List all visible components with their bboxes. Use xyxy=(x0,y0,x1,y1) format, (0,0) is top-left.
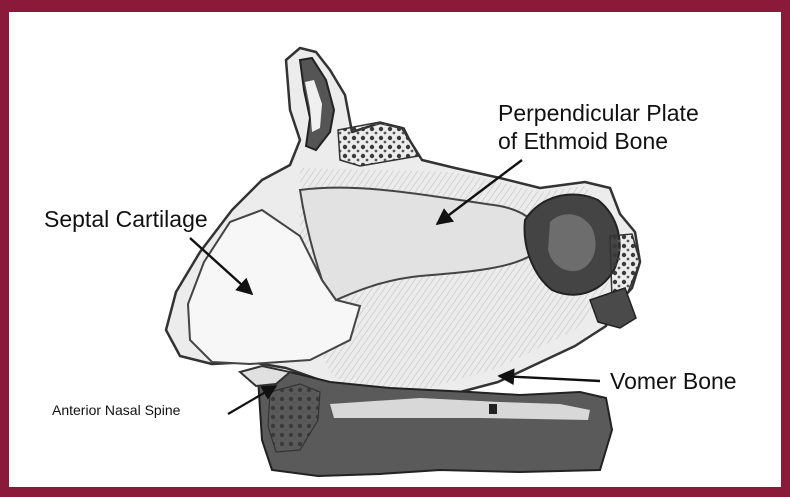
label-anterior-nasal-spine: Anterior Nasal Spine xyxy=(52,402,180,418)
small-foramen xyxy=(489,404,497,414)
label-perpendicular-plate-line1: Perpendicular Plate xyxy=(498,100,699,126)
label-septal-cartilage: Septal Cartilage xyxy=(44,206,208,232)
label-vomer-bone: Vomer Bone xyxy=(610,368,737,394)
arrow-vomer-bone xyxy=(499,376,600,381)
label-perpendicular-plate-line2: of Ethmoid Bone xyxy=(498,128,668,154)
